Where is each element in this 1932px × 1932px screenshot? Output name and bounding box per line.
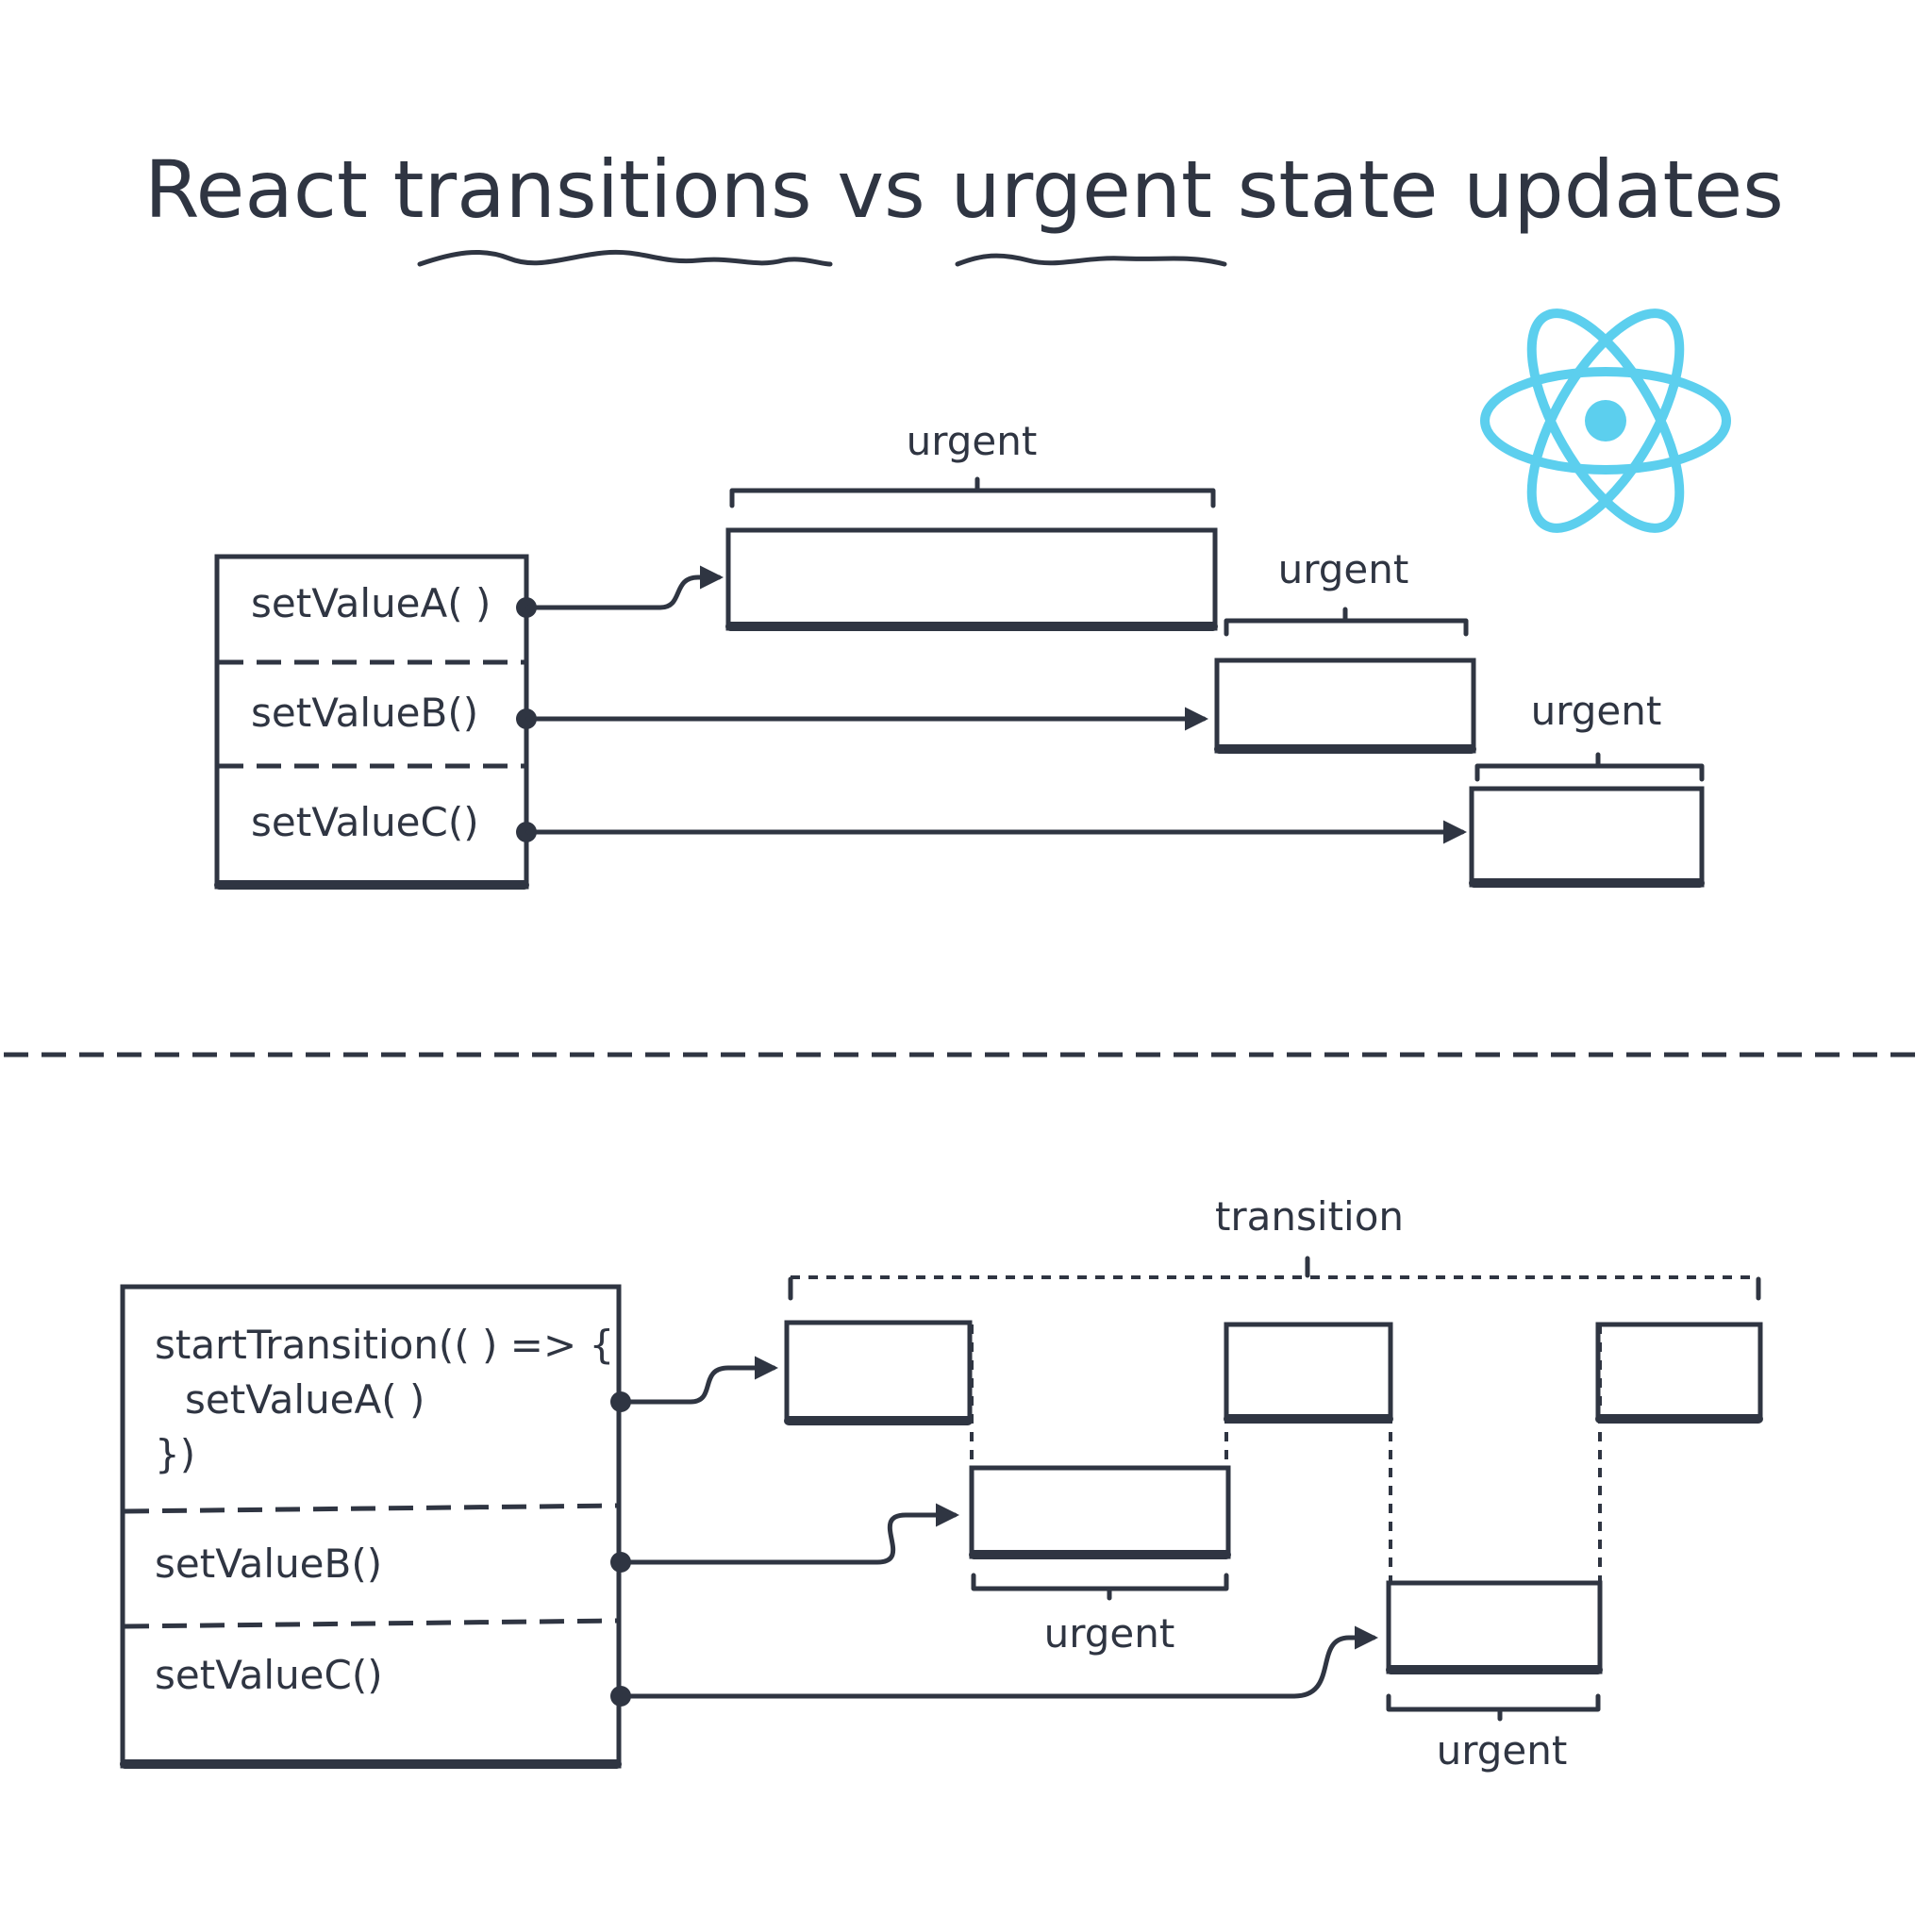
title-underline-transitions xyxy=(417,249,833,267)
transition-chunk-2 xyxy=(1224,1322,1393,1424)
bottom-call-set-value-b: setValueB() xyxy=(155,1541,382,1587)
transition-bracket-ends xyxy=(788,1256,1761,1301)
bottom-urgent-label-c: urgent xyxy=(1437,1727,1568,1774)
top-call-set-value-b: setValueB() xyxy=(251,690,478,736)
top-urgent-bar-c xyxy=(1469,786,1705,888)
bottom-urgent-bar-b xyxy=(969,1465,1231,1559)
bottom-close-brace-line: }) xyxy=(155,1431,195,1477)
bottom-arrow-c xyxy=(620,1625,1378,1699)
top-call-set-value-a: setValueA( ) xyxy=(251,580,491,626)
bottom-set-value-a-line: setValueA( ) xyxy=(185,1376,425,1423)
bottom-start-transition-line: startTransition(( ) => { xyxy=(155,1322,614,1368)
bottom-urgent-label-b: urgent xyxy=(1044,1610,1175,1657)
top-bracket-a xyxy=(729,476,1216,508)
top-calls-box xyxy=(214,554,529,890)
transition-label: transition xyxy=(1215,1193,1404,1240)
bottom-bracket-b xyxy=(971,1573,1229,1601)
bottom-urgent-bar-c xyxy=(1386,1580,1603,1674)
top-urgent-bar-a xyxy=(725,527,1218,631)
transition-chunk-3 xyxy=(1595,1322,1763,1424)
bottom-arrow-b xyxy=(620,1503,959,1565)
title-underline-urgent xyxy=(955,253,1227,267)
top-urgent-label-a: urgent xyxy=(907,418,1038,464)
bottom-arrow-a xyxy=(620,1356,778,1405)
bottom-bracket-c xyxy=(1386,1693,1601,1722)
top-urgent-label-c: urgent xyxy=(1531,688,1662,734)
bottom-call-set-value-c: setValueC() xyxy=(155,1652,383,1698)
diagram-title: React transitions vs urgent state update… xyxy=(144,143,1784,236)
top-arrow-a xyxy=(525,565,724,610)
transition-chunk-1 xyxy=(784,1320,973,1425)
top-urgent-bar-b xyxy=(1214,658,1476,754)
top-bracket-b xyxy=(1224,607,1469,637)
top-bracket-c xyxy=(1474,752,1705,782)
bottom-calls-box xyxy=(120,1284,622,1769)
top-call-set-value-c: setValueC() xyxy=(251,799,479,845)
react-atom-icon xyxy=(1480,308,1731,533)
top-urgent-label-b: urgent xyxy=(1278,546,1409,592)
